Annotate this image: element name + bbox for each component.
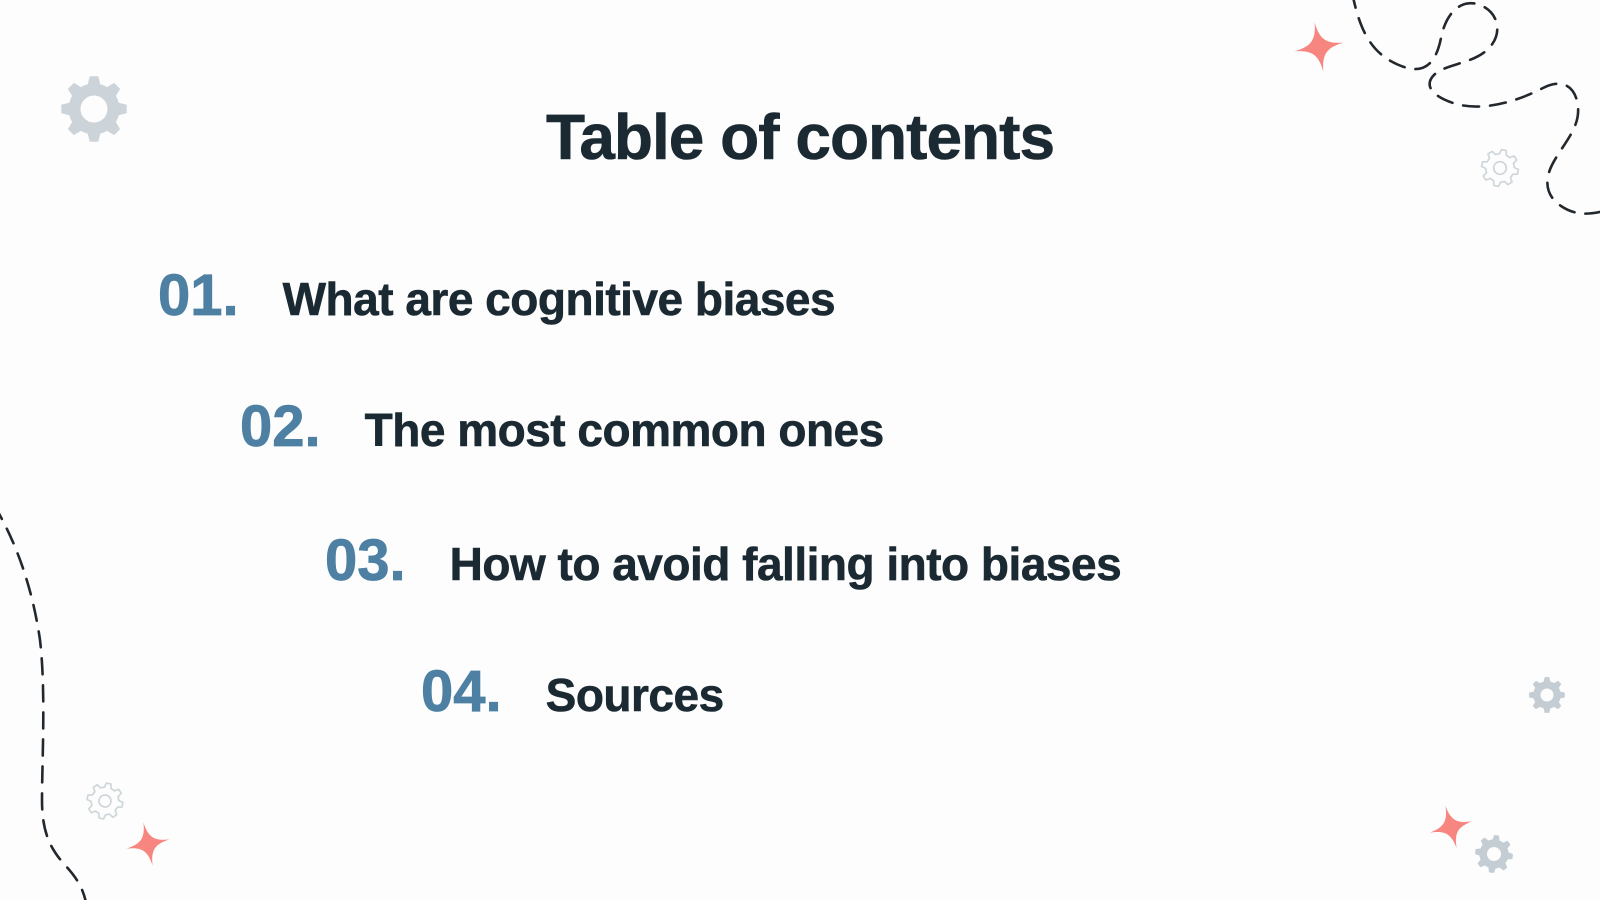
sparkle-icon (1294, 22, 1344, 72)
toc-item-label: What are cognitive biases (282, 273, 836, 326)
toc-item: 02. The most common ones (240, 393, 885, 460)
sparkle-icon (126, 822, 170, 866)
toc-item-number: 04. (421, 659, 502, 725)
sparkle-icon (1429, 805, 1473, 849)
toc-item-number: 02. (240, 394, 321, 460)
dashed-doodle-icon (0, 512, 87, 900)
toc-item-label: The most common ones (364, 404, 884, 457)
toc-item-label: Sources (545, 669, 724, 722)
toc-item: 01. What are cognitive biases (158, 262, 836, 329)
slide-title: Table of contents (545, 101, 1056, 174)
toc-item-number: 03. (325, 528, 406, 594)
toc-item-number: 01. (158, 263, 239, 329)
toc-item: 03. How to avoid falling into biases (325, 527, 1122, 594)
toc-item-label: How to avoid falling into biases (449, 538, 1122, 591)
gear-icon (86, 782, 124, 820)
toc-item: 04. Sources (421, 658, 725, 725)
gear-icon (1475, 835, 1513, 873)
gear-icon (1529, 677, 1565, 713)
